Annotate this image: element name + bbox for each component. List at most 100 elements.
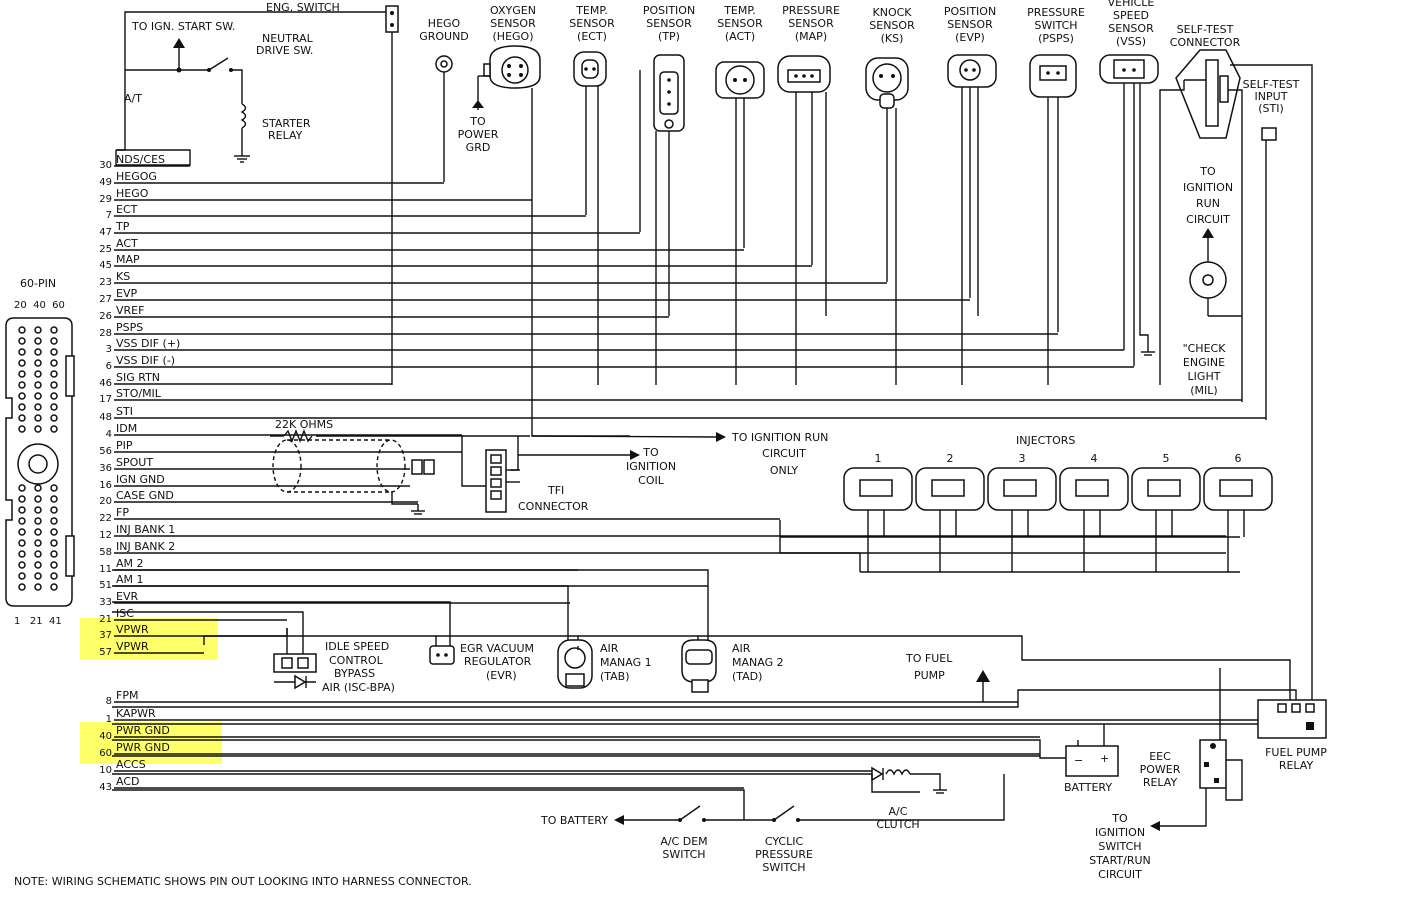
- pin-label: INJ BANK 2: [116, 540, 175, 553]
- connector-title: 60-PIN: [20, 277, 56, 290]
- hego-ground-label: HEGO: [428, 17, 461, 30]
- tfi-label: TFI: [547, 484, 564, 497]
- ac-clutch-label-2: CLUTCH: [876, 818, 919, 831]
- self-test-conn-label-2: CONNECTOR: [1170, 36, 1241, 49]
- tp-icon: [653, 54, 685, 132]
- pin-number: 45: [99, 260, 112, 271]
- pin-label: VREF: [116, 304, 144, 317]
- pin-number: 46: [99, 378, 112, 389]
- ect-label-3: (ECT): [577, 30, 607, 43]
- eec-relay-label-2: POWER: [1140, 763, 1181, 776]
- pin-number: 10: [99, 765, 112, 776]
- pin-label: PWR GND: [116, 741, 170, 754]
- pin-number: 58: [99, 547, 112, 558]
- to-ign-start-label: TO IGN. START SW.: [131, 20, 235, 33]
- connector-pin: [34, 484, 42, 492]
- isc-bpa-icon: [273, 653, 317, 673]
- injector-number: 2: [947, 452, 954, 465]
- ac-diode-icon: [871, 766, 884, 782]
- pin-label: VSS DIF (+): [116, 337, 180, 350]
- injector-terminal: [931, 479, 965, 497]
- psps-label-3: (PSPS): [1038, 32, 1074, 45]
- hego-sensor-icon: [477, 45, 541, 110]
- connector-pin: [18, 348, 26, 356]
- pin-label: FP: [116, 506, 129, 519]
- connector-pin: [18, 337, 26, 345]
- pin-label: VPWR: [116, 623, 149, 636]
- svg-text:+: +: [1100, 752, 1109, 765]
- pin-label: AM 2: [116, 557, 144, 570]
- pin-label: EVP: [116, 287, 137, 300]
- connector-pin: [18, 381, 26, 389]
- pin-number: 3: [106, 344, 112, 355]
- pin-number: 57: [99, 647, 112, 658]
- pin-number: 49: [99, 177, 112, 188]
- pin-number: 11: [99, 564, 112, 575]
- connector-pin: [50, 561, 58, 569]
- to-ign-switch-arrow-icon: [1150, 821, 1160, 831]
- pin-label: IGN GND: [116, 473, 165, 486]
- act-label: TEMP.: [723, 4, 756, 17]
- connector-pin: [50, 528, 58, 536]
- pin-label: IDM: [116, 422, 137, 435]
- isc-bpa-label-4: AIR (ISC-BPA): [322, 681, 395, 694]
- hego-sensor-label: OXYGEN: [490, 4, 536, 17]
- pin-number: 60: [99, 748, 112, 759]
- act-icon: [715, 61, 765, 108]
- vss-label-4: (VSS): [1116, 35, 1146, 48]
- pin-number: 33: [99, 597, 112, 608]
- at-label: A/T: [124, 92, 142, 105]
- vss-icon: [1099, 54, 1159, 84]
- ecu-60-pin-connector: 60-PIN 20 40 60 1 21 41: [5, 277, 75, 627]
- to-ign-run-only-label: TO IGNITION RUN: [731, 431, 828, 444]
- self-test-conn-label: SELF-TEST: [1177, 23, 1234, 36]
- connector-pin: [34, 550, 42, 558]
- pin-number: 27: [99, 294, 112, 305]
- to-coil-label-3: COIL: [638, 474, 665, 487]
- sensor-labels: HEGO GROUND OXYGEN SENSOR (HEGO) TEMP. S…: [419, 0, 1240, 49]
- sensor-wires: [115, 64, 1313, 700]
- neutral-label-1: NEUTRAL: [262, 32, 314, 45]
- connector-pin: [34, 359, 42, 367]
- connector-pin: [34, 381, 42, 389]
- to-ign-run-only-label-2: CIRCUIT: [762, 447, 806, 460]
- injector-number: 1: [875, 452, 882, 465]
- connector-pin: [18, 414, 26, 422]
- act-label-2: SENSOR: [717, 17, 763, 30]
- pin-label: ACT: [116, 237, 138, 250]
- self-test-connector-icon: [1175, 49, 1241, 139]
- to-ign-run-only-label-3: ONLY: [770, 464, 799, 477]
- pin-number: 25: [99, 244, 112, 255]
- injector-terminal: [1075, 479, 1109, 497]
- connector-pin: [50, 348, 58, 356]
- eec-relay-label-3: RELAY: [1143, 776, 1178, 789]
- pin-number: 28: [99, 328, 112, 339]
- ignition-area: 22K OHMS TFI CONNECTOR TO IGNITION COIL …: [270, 418, 828, 515]
- pin-label: ACD: [116, 775, 139, 788]
- pin-label: NDS/CES: [116, 153, 165, 166]
- tab-label-3: (TAB): [600, 670, 630, 683]
- pin-label: CASE GND: [116, 489, 174, 502]
- connector-pin: [50, 414, 58, 422]
- tfi-connector-label: CONNECTOR: [518, 500, 589, 513]
- evp-label: POSITION: [944, 5, 996, 18]
- sti-label-2: INPUT: [1255, 90, 1288, 103]
- pin-number: 26: [99, 311, 112, 322]
- tab-label-2: MANAG 1: [600, 656, 652, 669]
- to-power-grd-label: TO: [469, 115, 486, 128]
- isc-bpa-label: IDLE SPEED: [325, 640, 389, 653]
- connector-pin: [50, 392, 58, 400]
- tp-label-3: (TP): [658, 30, 680, 43]
- resistor-label: 22K OHMS: [275, 418, 333, 431]
- tad-label: AIR: [732, 642, 751, 655]
- connector-pin: [50, 550, 58, 558]
- mil-label: "CHECK: [1183, 342, 1227, 355]
- cyclic-label-2: PRESSURE: [755, 848, 813, 861]
- injector-number: 4: [1091, 452, 1098, 465]
- to-ign-switch-label: TO: [1111, 812, 1128, 825]
- connector-pin: [50, 506, 58, 514]
- isc-bpa-label-2: CONTROL: [329, 654, 384, 667]
- svg-text:−: −: [1074, 754, 1083, 767]
- to-coil-label: TO: [642, 446, 659, 459]
